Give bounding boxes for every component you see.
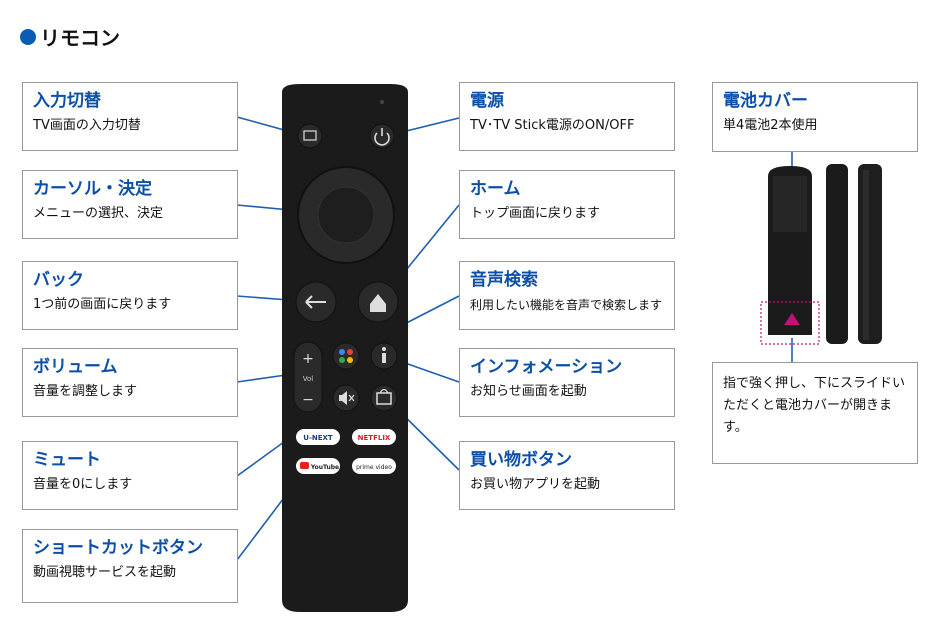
callout-desc: お買い物アプリを起動: [470, 477, 601, 492]
callout-title: ショートカットボタン: [33, 538, 203, 558]
battery-cover-side-view: [826, 164, 848, 344]
callout-home: ホーム トップ画面に戻ります: [459, 170, 675, 239]
netflix-button: [352, 429, 396, 445]
unext-label: U-NEXT: [303, 434, 333, 442]
callout-title: ボリューム: [33, 357, 118, 377]
section-heading: リモコン: [20, 22, 120, 51]
callout-cursor: カーソル・決定 メニューの選択、決定: [22, 170, 238, 239]
bullet-dot-icon: [20, 28, 36, 45]
prime-video-label: prime video: [356, 464, 392, 471]
volume-minus-label: −: [302, 392, 314, 408]
callout-desc: 単4電池2本使用: [723, 118, 818, 133]
unext-button: [296, 429, 340, 445]
callout-input: 入力切替 TV画面の入力切替: [22, 82, 238, 151]
push-area-indicator: [760, 301, 820, 345]
prime-video-button: [352, 458, 396, 474]
callout-desc: 動画視聴サービスを起動: [33, 565, 177, 580]
input-button: [297, 123, 323, 149]
callout-mute: ミュート 音量を0にします: [22, 441, 238, 510]
callout-voice: 音声検索 利用したい機能を音声で検索します: [459, 261, 675, 330]
youtube-label: YouTube: [310, 464, 339, 471]
dpad-select-button: [317, 186, 375, 244]
battery-instruction-note: 指で強く押し、下にスライドいただくと電池カバーが開きます。: [712, 362, 918, 464]
callout-desc: お知らせ画面を起動: [470, 384, 587, 399]
volume-label: Vol: [303, 375, 314, 383]
voice-button: [332, 342, 360, 370]
callout-desc: 音量を0にします: [33, 477, 133, 492]
callout-power: 電源 TV･TV Stick電源のON/OFF: [459, 82, 675, 151]
callout-title: 電池カバー: [723, 91, 808, 111]
callout-title: バック: [33, 270, 84, 290]
callout-title: ミュート: [33, 450, 101, 470]
callout-volume: ボリューム 音量を調整します: [22, 348, 238, 417]
callout-back: バック 1つ前の画面に戻ります: [22, 261, 238, 330]
callout-desc: 利用したい機能を音声で検索します: [470, 298, 663, 312]
callout-desc: 1つ前の画面に戻ります: [33, 297, 172, 312]
callout-desc: トップ画面に戻ります: [470, 206, 601, 221]
callout-desc: 音量を調整します: [33, 384, 138, 399]
volume-rocker: [293, 341, 323, 413]
callout-title: 買い物ボタン: [470, 450, 572, 470]
callout-battery: 電池カバー 単4電池2本使用: [712, 82, 918, 152]
callout-title: 音声検索: [470, 270, 538, 290]
callout-shortcut: ショートカットボタン 動画視聴サービスを起動: [22, 529, 238, 603]
callout-desc: TV画面の入力切替: [33, 118, 141, 133]
callout-title: 入力切替: [33, 91, 101, 111]
callout-title: ホーム: [470, 179, 521, 199]
netflix-label: NETFLIX: [358, 434, 391, 442]
callout-title: 電源: [470, 91, 504, 111]
volume-plus-label: +: [302, 351, 314, 367]
push-triangle-icon: [784, 313, 800, 325]
section-heading-text: リモコン: [40, 26, 120, 50]
callout-desc: TV･TV Stick電源のON/OFF: [470, 118, 635, 133]
callout-title: インフォメーション: [470, 357, 623, 377]
callout-desc: メニューの選択、決定: [33, 206, 164, 221]
callout-title: カーソル・決定: [33, 179, 152, 199]
callout-shop: 買い物ボタン お買い物アプリを起動: [459, 441, 675, 510]
remote-illustration: + Vol − U-NEXT NETFLIX YouTube prime vid…: [282, 84, 408, 612]
callout-info: インフォメーション お知らせ画面を起動: [459, 348, 675, 417]
